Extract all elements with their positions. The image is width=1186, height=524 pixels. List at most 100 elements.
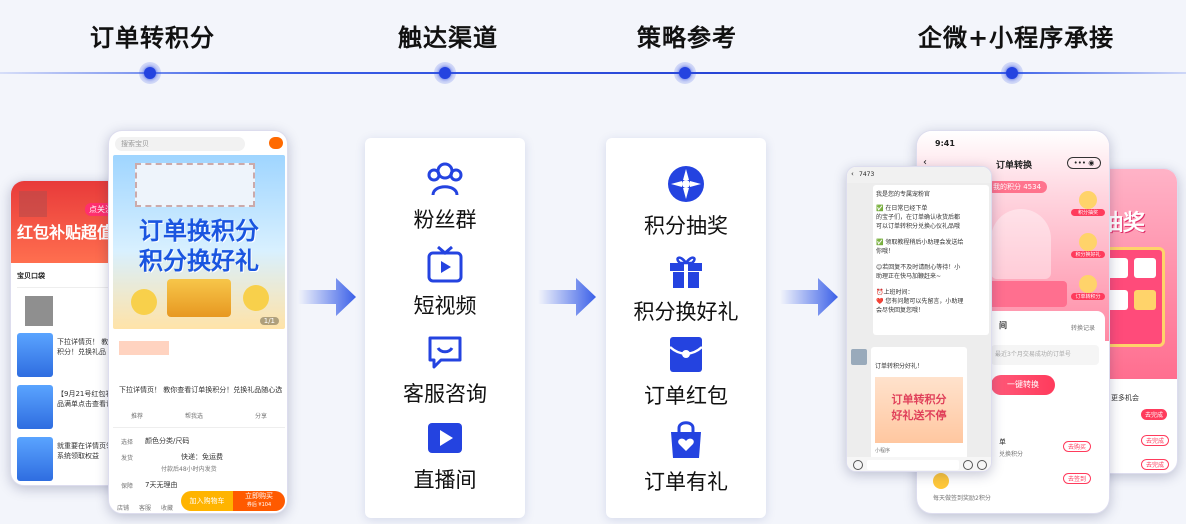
search-input[interactable]: 搜索宝贝: [121, 140, 149, 148]
side-lottery-button[interactable]: 积分抽奖: [1071, 191, 1105, 225]
timeline-line: [0, 72, 1186, 74]
order-number-input[interactable]: 最近3个月交易成功的订单号: [991, 345, 1099, 365]
emoji-icon[interactable]: [963, 460, 973, 470]
product-detail-phone: 搜索宝贝 订单换积分 积分换好礼 1/1 下拉详情页！ 教你查看订单换积分！兑换…: [108, 130, 288, 514]
coin-icon: [131, 289, 157, 315]
select-label: 选择: [121, 439, 134, 446]
customer-service-icon: [428, 336, 462, 369]
product-thumb-1[interactable]: [17, 333, 53, 377]
banner-line-1: 订单换积分: [139, 217, 259, 245]
shopping-bag-icon: [671, 421, 701, 458]
buy-now-label: 立即购买: [245, 492, 273, 500]
chat-line: 的宝子们，在订单确认收货后都: [876, 214, 961, 221]
flow-arrow-2: [538, 278, 596, 316]
convert-button[interactable]: 一键转换: [991, 375, 1055, 395]
channel-short-video: 短视频: [365, 244, 525, 320]
prize-cell: [1134, 258, 1156, 278]
card-title: 订单转积分好礼！: [875, 363, 924, 370]
buy-now-button[interactable]: 立即购买 券后 ¥104: [233, 491, 285, 511]
strategies-card: 积分抽奖 积分换好礼 订单红包 订单有礼: [606, 138, 766, 518]
side-convert-button[interactable]: 订单转积分: [1071, 275, 1105, 309]
step-title-2: 触达渠道: [398, 24, 498, 52]
lottery-wheel-icon: [668, 166, 704, 202]
convert-section-label: 间: [999, 321, 1007, 330]
divider: [113, 427, 285, 428]
ship-time: 付款后48小时内发货: [161, 466, 217, 473]
strategy-order-gift: 订单有礼: [606, 420, 766, 496]
capsule-menu-icon[interactable]: ••• ◉: [1067, 157, 1101, 169]
fan-group-icon: [427, 162, 463, 196]
channel-label: 客服咨询: [403, 382, 487, 406]
chat-input[interactable]: [867, 460, 959, 470]
chat-body: 我是您的专属宠粉官 ✅ 在日常已经下单 的宝子们，在订单确认收货后都 可以订单转…: [847, 183, 991, 459]
unread-count: 7473: [859, 171, 875, 178]
nav-favorite[interactable]: 收藏: [161, 505, 174, 512]
recommend-link[interactable]: 推荐: [131, 413, 144, 420]
chat-header: ‹ 7473: [847, 167, 991, 183]
task-button[interactable]: 去完成: [1141, 459, 1170, 470]
record-link[interactable]: 转换记录: [1071, 325, 1096, 332]
timeline-dot-2: [434, 62, 456, 84]
strategy-gift: 积分换好礼: [606, 250, 766, 326]
channels-card: 粉丝群 短视频 客服咨询 直播间: [365, 138, 525, 518]
buy-now-price: 券后 ¥104: [246, 502, 272, 508]
voice-icon[interactable]: [853, 460, 863, 470]
card-line-1: 订单转积分: [891, 393, 947, 406]
task-button[interactable]: 去完成: [1141, 409, 1168, 420]
blurred-avatar: [19, 191, 47, 217]
mini-program-card[interactable]: 订单转积分好礼！ 订单转积分 好礼送不停 小程序: [871, 347, 967, 459]
strategy-label: 积分换好礼: [633, 300, 739, 324]
timeline-dot-3: [674, 62, 696, 84]
timeline-dot-1: [139, 62, 161, 84]
chat-line: 你哦！: [876, 248, 895, 255]
task-button[interactable]: 去完成: [1141, 435, 1170, 446]
nav-service[interactable]: 客服: [139, 505, 152, 512]
product-row-3b: 系统领取权益: [57, 452, 99, 460]
chat-line: 助理正在快马加鞭赶来~: [876, 273, 942, 280]
nav-shop[interactable]: 店铺: [117, 505, 130, 512]
store-tab[interactable]: 宝贝口袋: [17, 272, 45, 280]
task-signin-button[interactable]: 去签到: [1063, 473, 1092, 484]
channel-customer-service: 客服咨询: [365, 332, 525, 408]
channel-label: 直播间: [413, 468, 477, 492]
task-buy-button[interactable]: 去购买: [1063, 441, 1092, 452]
product-thumb-2[interactable]: [17, 385, 53, 429]
side-btn-label: 订单转积分: [1071, 293, 1105, 300]
plus-icon[interactable]: [977, 460, 987, 470]
share-link[interactable]: 分享: [255, 413, 268, 420]
cart-badge-icon[interactable]: [269, 137, 283, 149]
product-row-1a: 下拉详情页！ 教你: [57, 338, 116, 346]
channel-fan-group: 粉丝群: [365, 158, 525, 234]
product-row-2a: 【9月21号红包补贴】: [57, 390, 119, 398]
side-gift-button[interactable]: 积分换好礼: [1071, 233, 1105, 267]
points-label: 我的积分 4534: [987, 181, 1048, 193]
coin-icon: [243, 285, 269, 311]
chat-input-bar: [847, 457, 991, 471]
stage-icon: [977, 281, 1067, 307]
card-line-2: 好礼送不停: [891, 409, 947, 422]
select-value[interactable]: 颜色分类/尺码: [145, 437, 190, 445]
guarantee-label: 保障: [121, 483, 134, 490]
product-row-3a: 就重要在详情页领取: [57, 442, 119, 450]
strategy-red-packet: 订单红包: [606, 334, 766, 410]
side-buttons: 积分抽奖 积分换好礼 订单转积分: [1071, 191, 1105, 311]
help-choose-link[interactable]: 帮我选: [185, 413, 204, 420]
divider: [17, 287, 117, 288]
search-bar[interactable]: 搜索宝贝: [115, 137, 245, 151]
chat-line: 😊若回复不及时请耐心等待！小: [876, 264, 961, 271]
strategy-label: 积分抽奖: [644, 214, 728, 238]
strategy-lottery: 积分抽奖: [606, 164, 766, 240]
product-row-1b: 积分！兑换礼品: [57, 348, 106, 356]
chat-line: ⏰上班时间：: [876, 289, 914, 296]
add-to-cart-button[interactable]: 加入购物车: [181, 491, 233, 511]
image-pager: 1/1: [259, 317, 279, 325]
card-footer: 小程序: [875, 448, 891, 454]
back-icon[interactable]: ‹: [923, 157, 927, 168]
promo-banner: 订单换积分 积分换好礼 1/1: [113, 155, 285, 329]
product-thumb-3[interactable]: [17, 437, 53, 481]
side-btn-label: 积分抽奖: [1071, 209, 1105, 216]
gift-envelope-icon: [167, 279, 231, 317]
banner-line-2: 积分换好礼: [139, 247, 259, 275]
back-icon[interactable]: ‹: [851, 170, 854, 178]
chat-line: ✅ 在日常已经下单: [876, 205, 928, 212]
